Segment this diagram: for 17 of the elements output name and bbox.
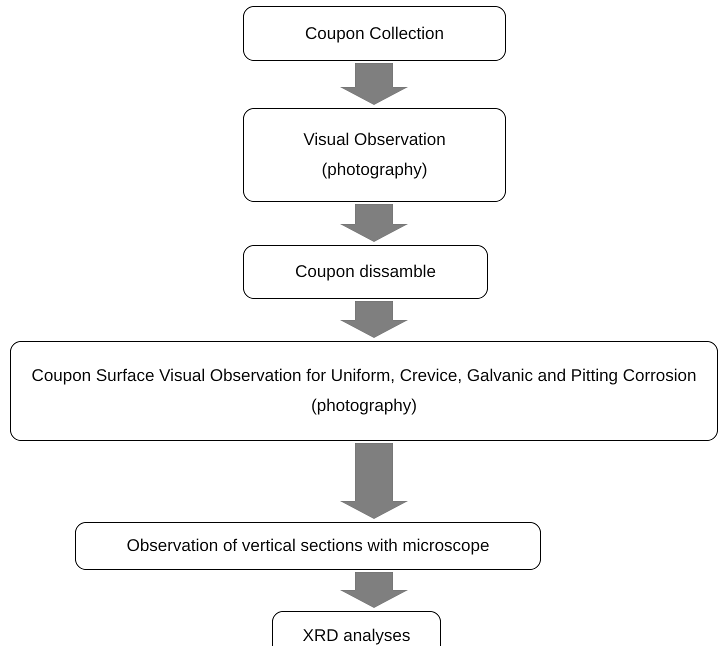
block-arrow <box>340 301 408 338</box>
box-label: XRD analyses <box>302 625 410 646</box>
process-box <box>243 108 506 202</box>
process-box <box>243 6 506 61</box>
block-arrow <box>340 443 408 519</box>
box-label: Coupon dissamble <box>295 261 436 284</box>
box-label: Coupon Surface Visual Observation for Uniform, Crevice, Galvanic and Pitting Corrosion (photography) <box>30 365 698 417</box>
box-label: Coupon Collection <box>305 22 444 45</box>
process-box <box>272 611 441 646</box>
box-label: Visual Observation (photography) <box>302 129 447 181</box>
block-arrow <box>340 204 408 242</box>
process-box <box>243 245 488 299</box>
process-box <box>10 341 718 441</box>
process-box <box>75 522 541 570</box>
box-label: Observation of vertical sections with microscope <box>126 535 490 558</box>
block-arrow <box>340 63 408 105</box>
block-arrow <box>340 572 408 608</box>
